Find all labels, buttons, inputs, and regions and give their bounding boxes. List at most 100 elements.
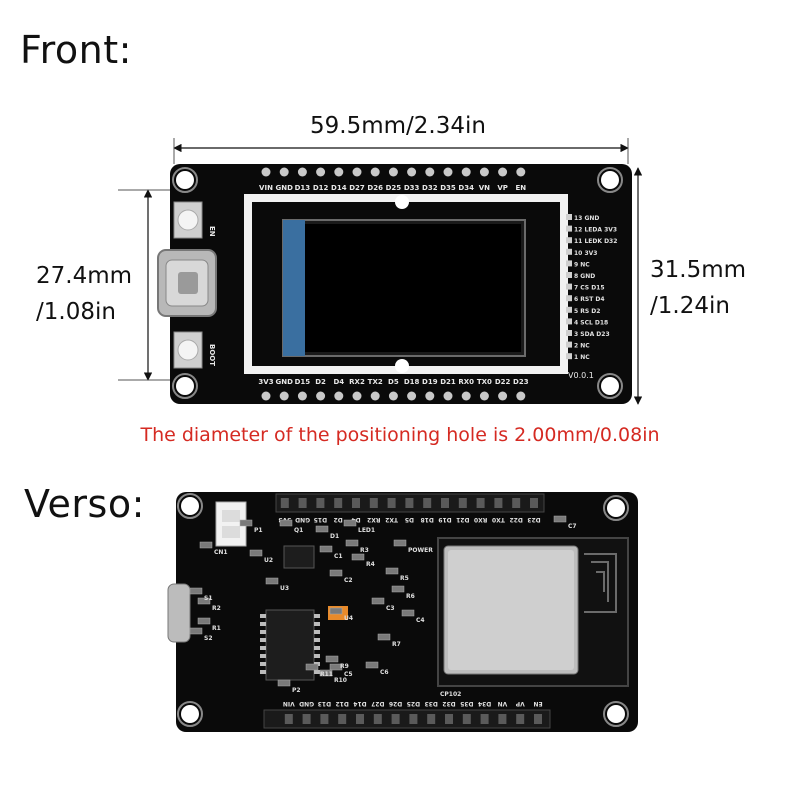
smd-component xyxy=(315,525,329,533)
pin-hole xyxy=(498,167,508,177)
header-pin xyxy=(441,498,449,508)
boot-button[interactable] xyxy=(173,331,203,369)
top-pin-label: D26 xyxy=(367,184,383,192)
part-label: CN1 xyxy=(214,549,228,556)
top-pin-label: D23 xyxy=(527,516,540,523)
esp32-module xyxy=(437,537,629,687)
smd-component xyxy=(319,669,333,677)
lcd-pad xyxy=(566,248,572,255)
smd-component xyxy=(377,633,391,641)
chip-pin xyxy=(314,638,320,642)
header-pin xyxy=(480,714,489,724)
bottom-pin-label: D2 xyxy=(315,378,326,386)
pin-hole xyxy=(388,167,398,177)
pin-hole xyxy=(425,167,435,177)
pin-hole xyxy=(261,391,271,401)
header-pin xyxy=(405,498,414,508)
top-pin-label: D34 xyxy=(458,184,474,192)
version-label: V0.0.1 xyxy=(568,371,594,380)
header-pin xyxy=(373,714,382,724)
header-pin xyxy=(498,714,507,724)
smd-component xyxy=(239,519,253,527)
bottom-pin-label: RX2 xyxy=(349,378,365,386)
lcd-pad xyxy=(566,306,572,313)
top-pin-label: D21 xyxy=(456,516,469,523)
part-label: U4 xyxy=(344,615,353,622)
part-label: R11 xyxy=(320,671,333,678)
chip-pin xyxy=(260,654,266,658)
bottom-pin-label: D34 xyxy=(478,700,491,707)
pin-hole xyxy=(316,391,326,401)
pin-hole xyxy=(407,167,417,177)
chip-pin xyxy=(260,614,266,618)
bottom-pin-label: VP xyxy=(515,700,525,707)
bottom-pin-label: TX0 xyxy=(477,378,492,386)
bottom-pin-label: D14 xyxy=(353,700,366,707)
top-pin-label: GND xyxy=(275,184,293,192)
smd-component xyxy=(189,587,203,595)
top-pin-label: D2 xyxy=(334,516,343,523)
en-button[interactable] xyxy=(173,201,203,239)
left-height-dimension-label: 27.4mm /1.08in xyxy=(36,258,156,330)
lcd-pad xyxy=(566,283,572,290)
smd-component xyxy=(189,627,203,635)
lcd-pad xyxy=(566,341,572,348)
pin-hole xyxy=(461,391,471,401)
lcd-pad xyxy=(566,353,572,360)
top-pin-label: TX2 xyxy=(385,516,398,523)
top-pin-label: D18 xyxy=(421,516,434,523)
smd-component xyxy=(265,577,279,585)
pin-hole xyxy=(498,391,508,401)
mounting-hole xyxy=(607,705,625,723)
usb-serial-chip xyxy=(265,609,315,681)
part-label: R2 xyxy=(212,605,221,612)
chip-pin xyxy=(260,638,266,642)
lcd-pad xyxy=(566,318,572,325)
bottom-pin-label: VN xyxy=(498,700,508,707)
bottom-pin-label: D13 xyxy=(318,700,331,707)
lcd-pin-label: 2 NC xyxy=(574,343,590,350)
bottom-pin-label: EN xyxy=(533,700,542,707)
lcd-pad xyxy=(566,295,572,302)
pin-hole xyxy=(479,391,489,401)
pin-hole xyxy=(370,167,380,177)
chip-pin xyxy=(314,654,320,658)
header-pin xyxy=(409,714,418,724)
smd-component xyxy=(391,585,405,593)
smd-component xyxy=(553,515,567,523)
part-label: C3 xyxy=(386,605,395,612)
smd-component xyxy=(351,553,365,561)
top-pin-label: VN xyxy=(479,184,490,192)
smd-component xyxy=(279,519,293,527)
pin-hole xyxy=(279,167,289,177)
smd-component xyxy=(197,617,211,625)
lcd-pad xyxy=(566,214,572,220)
header-pin xyxy=(494,498,503,508)
bottom-pin-label: D35 xyxy=(460,700,473,707)
lcd-pad xyxy=(566,272,572,278)
front-label: Front: xyxy=(20,28,132,72)
header-pin xyxy=(284,714,293,724)
pin-hole xyxy=(516,391,526,401)
pin-hole xyxy=(334,391,344,401)
bottom-pin-label: D19 xyxy=(422,378,438,386)
chip-pin xyxy=(314,630,320,634)
right-height-mm: 31.5mm xyxy=(650,257,747,283)
top-pin-label: D25 xyxy=(386,184,402,192)
bottom-pin-label: VIN xyxy=(283,700,295,707)
pin-hole xyxy=(443,167,453,177)
bottom-pin-label: D18 xyxy=(404,378,420,386)
lcd-pin-label: 1 NC xyxy=(574,354,590,361)
chip-pin xyxy=(260,622,266,626)
top-pin-label: GND xyxy=(295,516,310,523)
top-pin-label: TX0 xyxy=(492,516,505,523)
top-pin-label: D35 xyxy=(440,184,456,192)
bottom-pin-label: D23 xyxy=(513,378,529,386)
top-pin-label: D32 xyxy=(422,184,438,192)
top-pin-label: D5 xyxy=(405,516,414,523)
header-pin xyxy=(512,498,521,508)
bottom-pin-label: D32 xyxy=(442,700,455,707)
header-pin xyxy=(302,714,311,724)
en-label: EN xyxy=(208,226,216,237)
part-label: C1 xyxy=(334,553,343,560)
